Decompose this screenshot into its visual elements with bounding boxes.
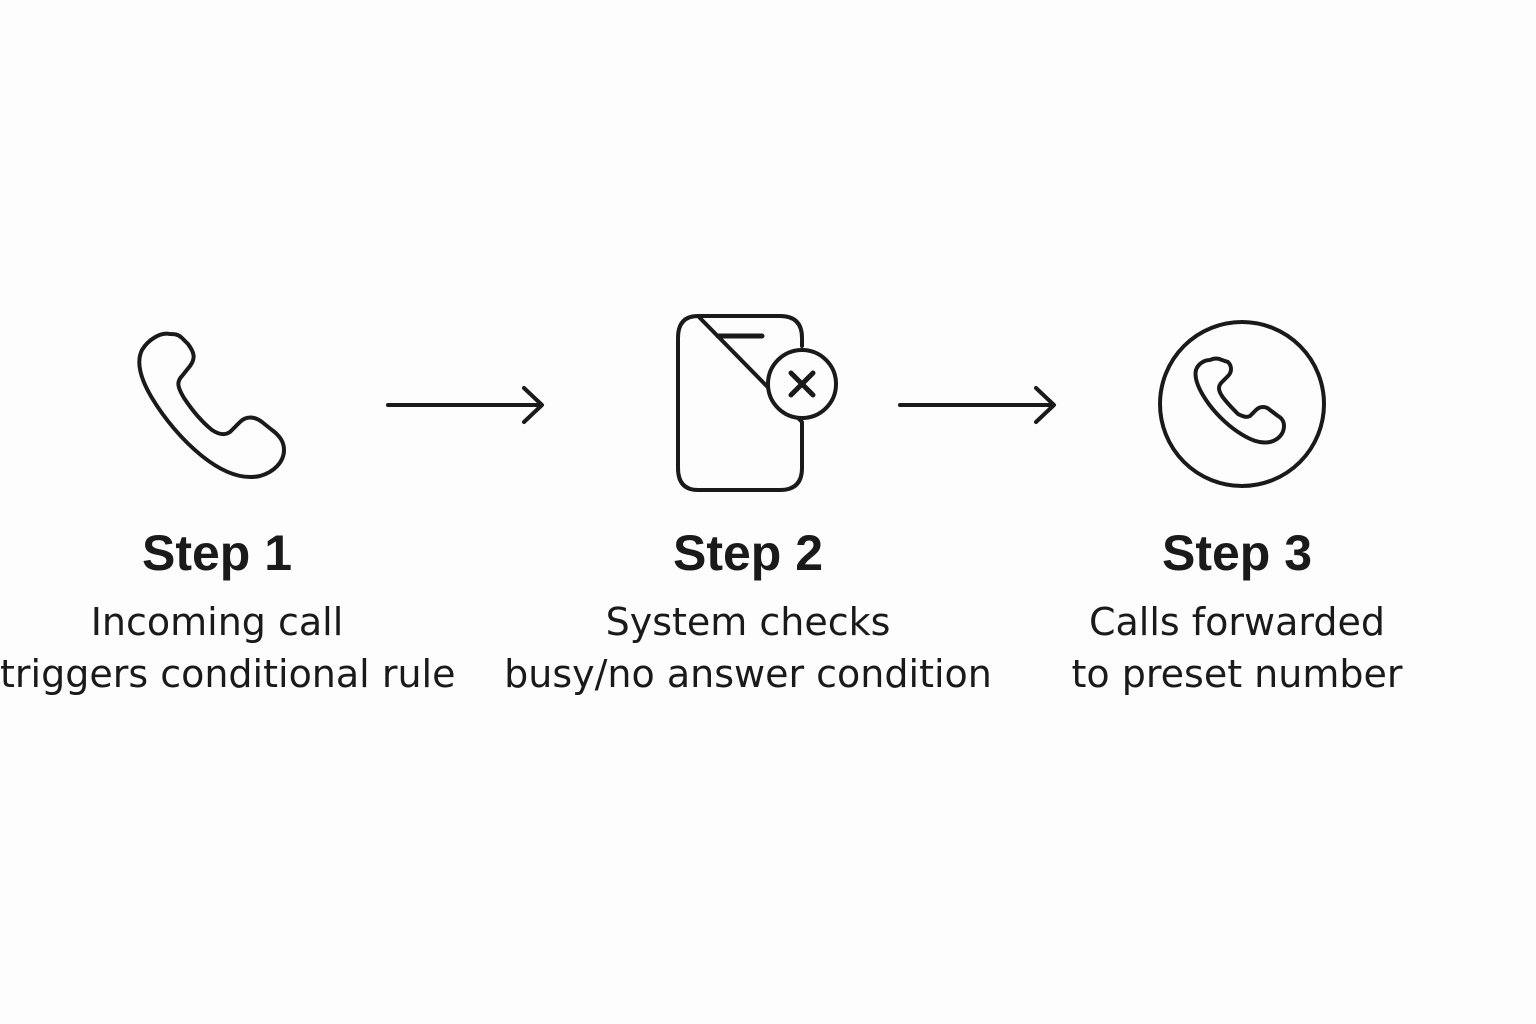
step-1-description-line-1: Incoming call bbox=[90, 600, 344, 644]
phone-with-x-icon bbox=[676, 314, 842, 494]
step-3-description: Calls forwarded to preset number bbox=[1060, 596, 1414, 700]
phone-handset-icon bbox=[130, 322, 300, 492]
arrow-right-icon bbox=[386, 382, 546, 428]
step-2: Step 2 System checks busy/no answer cond… bbox=[500, 528, 996, 708]
step-2-description-line-1: System checks bbox=[605, 600, 891, 644]
step-3-title: Step 3 bbox=[1161, 525, 1313, 581]
step-3: Step 3 Calls forwarded to preset number bbox=[1060, 528, 1414, 708]
phone-in-circle-icon bbox=[1156, 316, 1328, 492]
step-1-description: Incoming call triggers conditional rule bbox=[0, 596, 456, 700]
step-1-description-line-2: triggers conditional rule bbox=[0, 652, 456, 696]
step-2-description-line-2: busy/no answer condition bbox=[504, 652, 992, 696]
step-1: Step 1 Incoming call triggers conditiona… bbox=[0, 525, 456, 708]
step-3-description-line-1: Calls forwarded bbox=[1088, 600, 1385, 644]
step-2-title: Step 2 bbox=[672, 525, 824, 581]
step-2-description: System checks busy/no answer condition bbox=[500, 596, 996, 700]
step-1-title: Step 1 bbox=[141, 525, 293, 581]
step-3-description-line-2: to preset number bbox=[1071, 652, 1403, 696]
arrow-right-icon bbox=[898, 382, 1058, 428]
